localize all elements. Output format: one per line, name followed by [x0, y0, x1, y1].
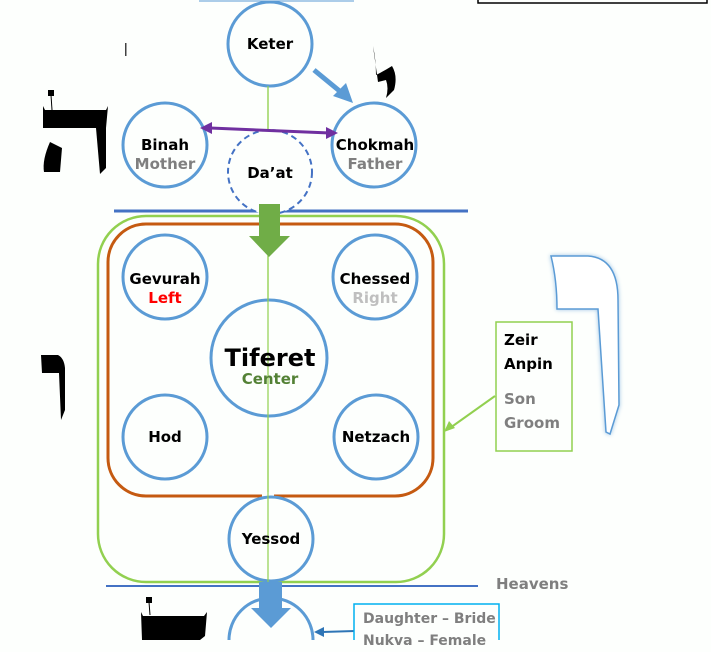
chessed-side: Right — [352, 289, 398, 307]
nukva-callout-box — [353, 603, 500, 640]
binah-label: Binah Mother — [123, 136, 207, 174]
zeir-anpin-roles: Son Groom — [504, 387, 560, 435]
tiferet-label: Tiferet Center — [210, 344, 330, 388]
yessod-circle[interactable] — [227, 495, 315, 583]
chessed-name: Chessed — [339, 270, 411, 288]
yessod-label: Yessod — [229, 530, 313, 549]
zeir-anpin-line2: Anpin — [504, 355, 553, 373]
vav-outline-letter-icon — [550, 255, 620, 436]
tiferet-circle[interactable] — [209, 298, 329, 418]
chokmah-role: Father — [347, 155, 403, 173]
keter-label: Keter — [228, 35, 312, 54]
chokmah-label: Chokmah Father — [330, 136, 420, 174]
yod-letter-icon — [373, 46, 396, 98]
hod-label: Hod — [123, 428, 207, 447]
tiferet-name: Tiferet — [224, 344, 316, 372]
keter-name: Keter — [246, 35, 294, 53]
chessed-label: Chessed Right — [330, 270, 420, 308]
nukva-line2: Nukva – Female — [363, 633, 487, 649]
he-lower-letter-icon — [141, 597, 207, 640]
text-cursor: | — [124, 40, 128, 56]
zeir-anpin-line1: Zeir — [504, 331, 538, 349]
green-down-arrow — [249, 204, 290, 257]
gevurah-label: Gevurah Left — [122, 270, 208, 308]
heavens-label: Heavens — [496, 575, 569, 593]
binah-circle[interactable] — [121, 101, 209, 189]
binah-name: Binah — [140, 136, 190, 154]
blue-down-arrow — [251, 582, 291, 628]
keter-to-chokmah-arrow — [312, 68, 353, 103]
gevurah-name: Gevurah — [129, 270, 201, 288]
zeir-anpin-callout-box — [495, 321, 573, 452]
he-upper-letter-icon — [43, 90, 108, 174]
zeir-anpin-line3: Son — [504, 390, 536, 408]
gevurah-side: Left — [148, 289, 182, 307]
gevurah-circle[interactable] — [121, 233, 209, 321]
zeir-anpin-pointer — [444, 395, 496, 432]
netzach-name: Netzach — [341, 428, 411, 446]
chokmah-binah-arrow — [200, 122, 338, 139]
binah-role: Mother — [134, 155, 196, 173]
nukva-line1: Daughter – Bride — [363, 611, 496, 627]
zeir-anpin-title: Zeir Anpin — [504, 328, 553, 376]
chokmah-name: Chokmah — [335, 136, 415, 154]
keter-circle[interactable] — [226, 0, 314, 88]
nukva-pointer — [314, 627, 356, 637]
nukva-callout-text: Daughter – Bride Nukva – Female — [363, 608, 496, 652]
yessod-name: Yessod — [241, 530, 301, 548]
netzach-circle[interactable] — [332, 393, 420, 481]
daat-name: Da’at — [247, 164, 293, 182]
chokmah-circle[interactable] — [330, 101, 418, 189]
vav-letter-icon — [41, 355, 65, 420]
chessed-circle[interactable] — [331, 233, 419, 321]
top-right-box — [477, 0, 708, 4]
hod-circle[interactable] — [121, 393, 209, 481]
daat-label: Da’at — [228, 164, 312, 183]
netzach-label: Netzach — [331, 428, 421, 447]
tiferet-side: Center — [241, 370, 299, 388]
hod-name: Hod — [148, 428, 182, 446]
zeir-anpin-line4: Groom — [504, 414, 560, 432]
